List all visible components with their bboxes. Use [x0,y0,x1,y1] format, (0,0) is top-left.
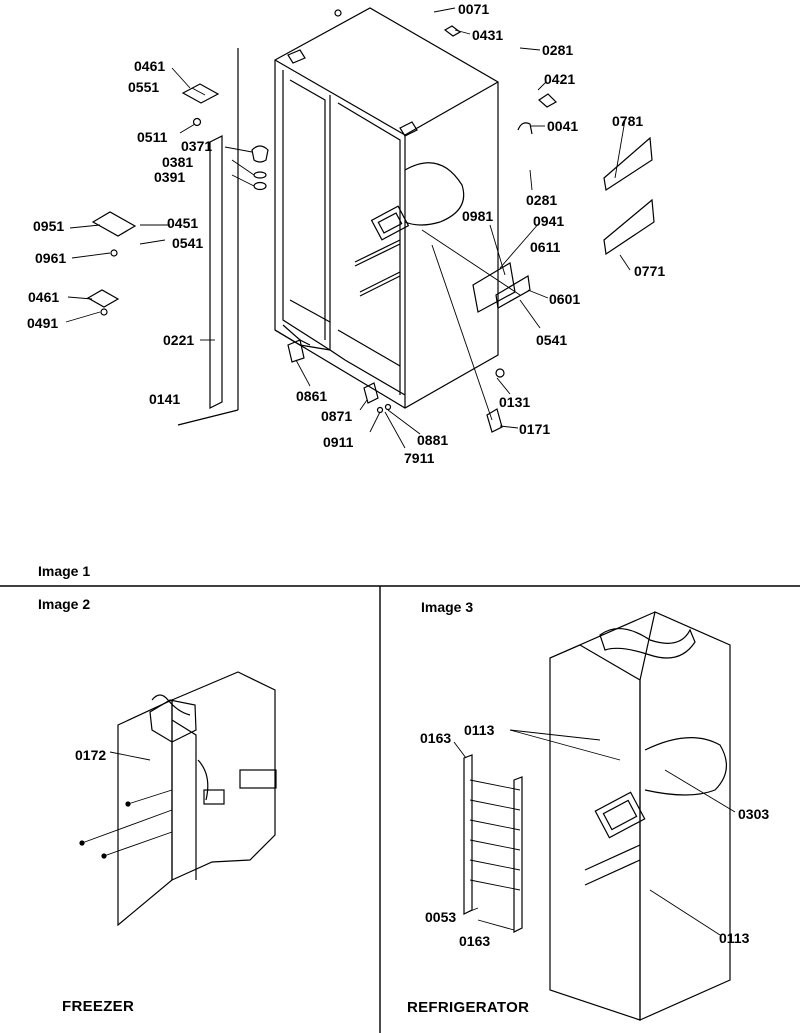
freezer-view [79,671,277,927]
part-callout: 0511 [137,129,168,145]
part-callout: 0491 [27,315,59,331]
part-callout: 0391 [154,169,186,185]
part-callout: 0871 [321,408,353,424]
cabinet-exploded-view [65,7,655,449]
part-callout: 0781 [612,113,644,129]
part-callout: 0163 [459,933,491,949]
part-callout: 0053 [425,909,457,925]
refrigerator-section-title: REFRIGERATOR [407,999,530,1016]
part-callout: 0911 [323,434,354,450]
part-callout: 0171 [519,421,551,437]
part-callout: 0141 [149,391,181,407]
part-callout: 0041 [547,118,579,134]
part-callout: 0281 [526,192,558,208]
part-callout: 7911 [404,450,435,466]
refrigerator-view [453,611,736,1021]
part-callout: 0281 [542,42,574,58]
freezer-section-title: FREEZER [62,998,135,1015]
part-callout: 0981 [462,208,494,224]
part-callout: 0381 [162,154,194,170]
image2-caption: Image 2 [38,596,91,612]
part-callout: 0461 [134,58,166,74]
part-callout: 0771 [634,263,666,279]
part-callout: 0303 [738,806,770,822]
part-callout: 0421 [544,71,576,87]
part-callout: 0541 [172,235,204,251]
part-callout: 0611 [530,239,561,255]
part-callout: 0601 [549,291,581,307]
image1-caption: Image 1 [38,563,91,579]
part-callout: 0221 [163,332,195,348]
part-callout: 0551 [128,79,160,95]
part-callout: 0113 [464,722,495,738]
part-callout: 0461 [28,289,60,305]
part-callout: 0172 [75,747,107,763]
part-callout: 0113 [719,930,750,946]
part-callout: 0163 [420,730,452,746]
part-callout: 0951 [33,218,65,234]
part-callout: 0881 [417,432,449,448]
part-callout: 0541 [536,332,568,348]
part-callout: 0961 [35,250,67,266]
part-callout: 0371 [181,138,213,154]
part-callout: 0071 [458,1,490,17]
image3-caption: Image 3 [421,599,474,615]
part-callout: 0941 [533,213,565,229]
part-callout: 0451 [167,215,199,231]
part-callout: 0431 [472,27,504,43]
part-callout: 0131 [499,394,531,410]
part-callout: 0861 [296,388,328,404]
